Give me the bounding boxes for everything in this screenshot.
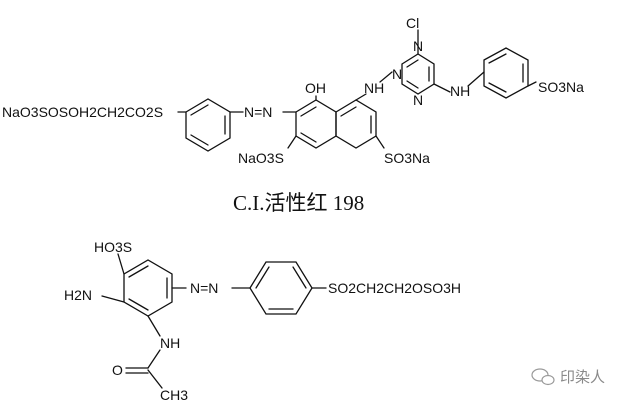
benzene-ring-3 <box>249 261 313 315</box>
sulfonate-left-label: NaO3S <box>238 150 284 166</box>
molecule-1: NaO3SOSOH2CH2CO2S N=N OH NH NaO3S SO3Na … <box>2 15 584 215</box>
hydroxyl-label: OH <box>305 80 326 96</box>
amino-label: H2N <box>64 287 92 303</box>
acetamido-nh-label: NH <box>160 335 180 351</box>
wechat-icon <box>531 368 555 386</box>
chlorine-label: Cl <box>406 15 419 31</box>
azo-label-2: N=N <box>190 280 218 296</box>
watermark-text: 印染人 <box>560 368 605 386</box>
left-substituent-label: NaO3SOSOH2CH2CO2S <box>2 104 163 120</box>
watermark: 印染人 <box>531 368 605 386</box>
carbonyl-o-label: O <box>112 362 123 378</box>
molecule-2: HO3S H2N N=N SO2CH2CH2OSO3H NH O CH3 <box>64 239 461 403</box>
sulfonate-right-label: SO3Na <box>384 150 430 166</box>
benzene-ring-aryl <box>483 47 529 99</box>
triazine-n-bottom: N <box>413 92 423 108</box>
benzene-ring-2 <box>123 259 173 317</box>
sulfonic-acid-label: HO3S <box>94 239 132 255</box>
right-substituent-label: SO2CH2CH2OSO3H <box>328 280 461 296</box>
dye-caption: C.I.活性红 198 <box>233 191 364 215</box>
triazine-n-left: N <box>392 66 402 82</box>
aryl-sulfonate-label: SO3Na <box>538 79 584 95</box>
triazine-n-top: N <box>413 38 423 54</box>
imino-label: NH <box>364 80 384 96</box>
anilino-nh-label: NH <box>450 83 470 99</box>
methyl-label: CH3 <box>160 387 188 403</box>
azo-label-1: N=N <box>244 104 272 120</box>
benzene-ring-1 <box>185 98 231 152</box>
